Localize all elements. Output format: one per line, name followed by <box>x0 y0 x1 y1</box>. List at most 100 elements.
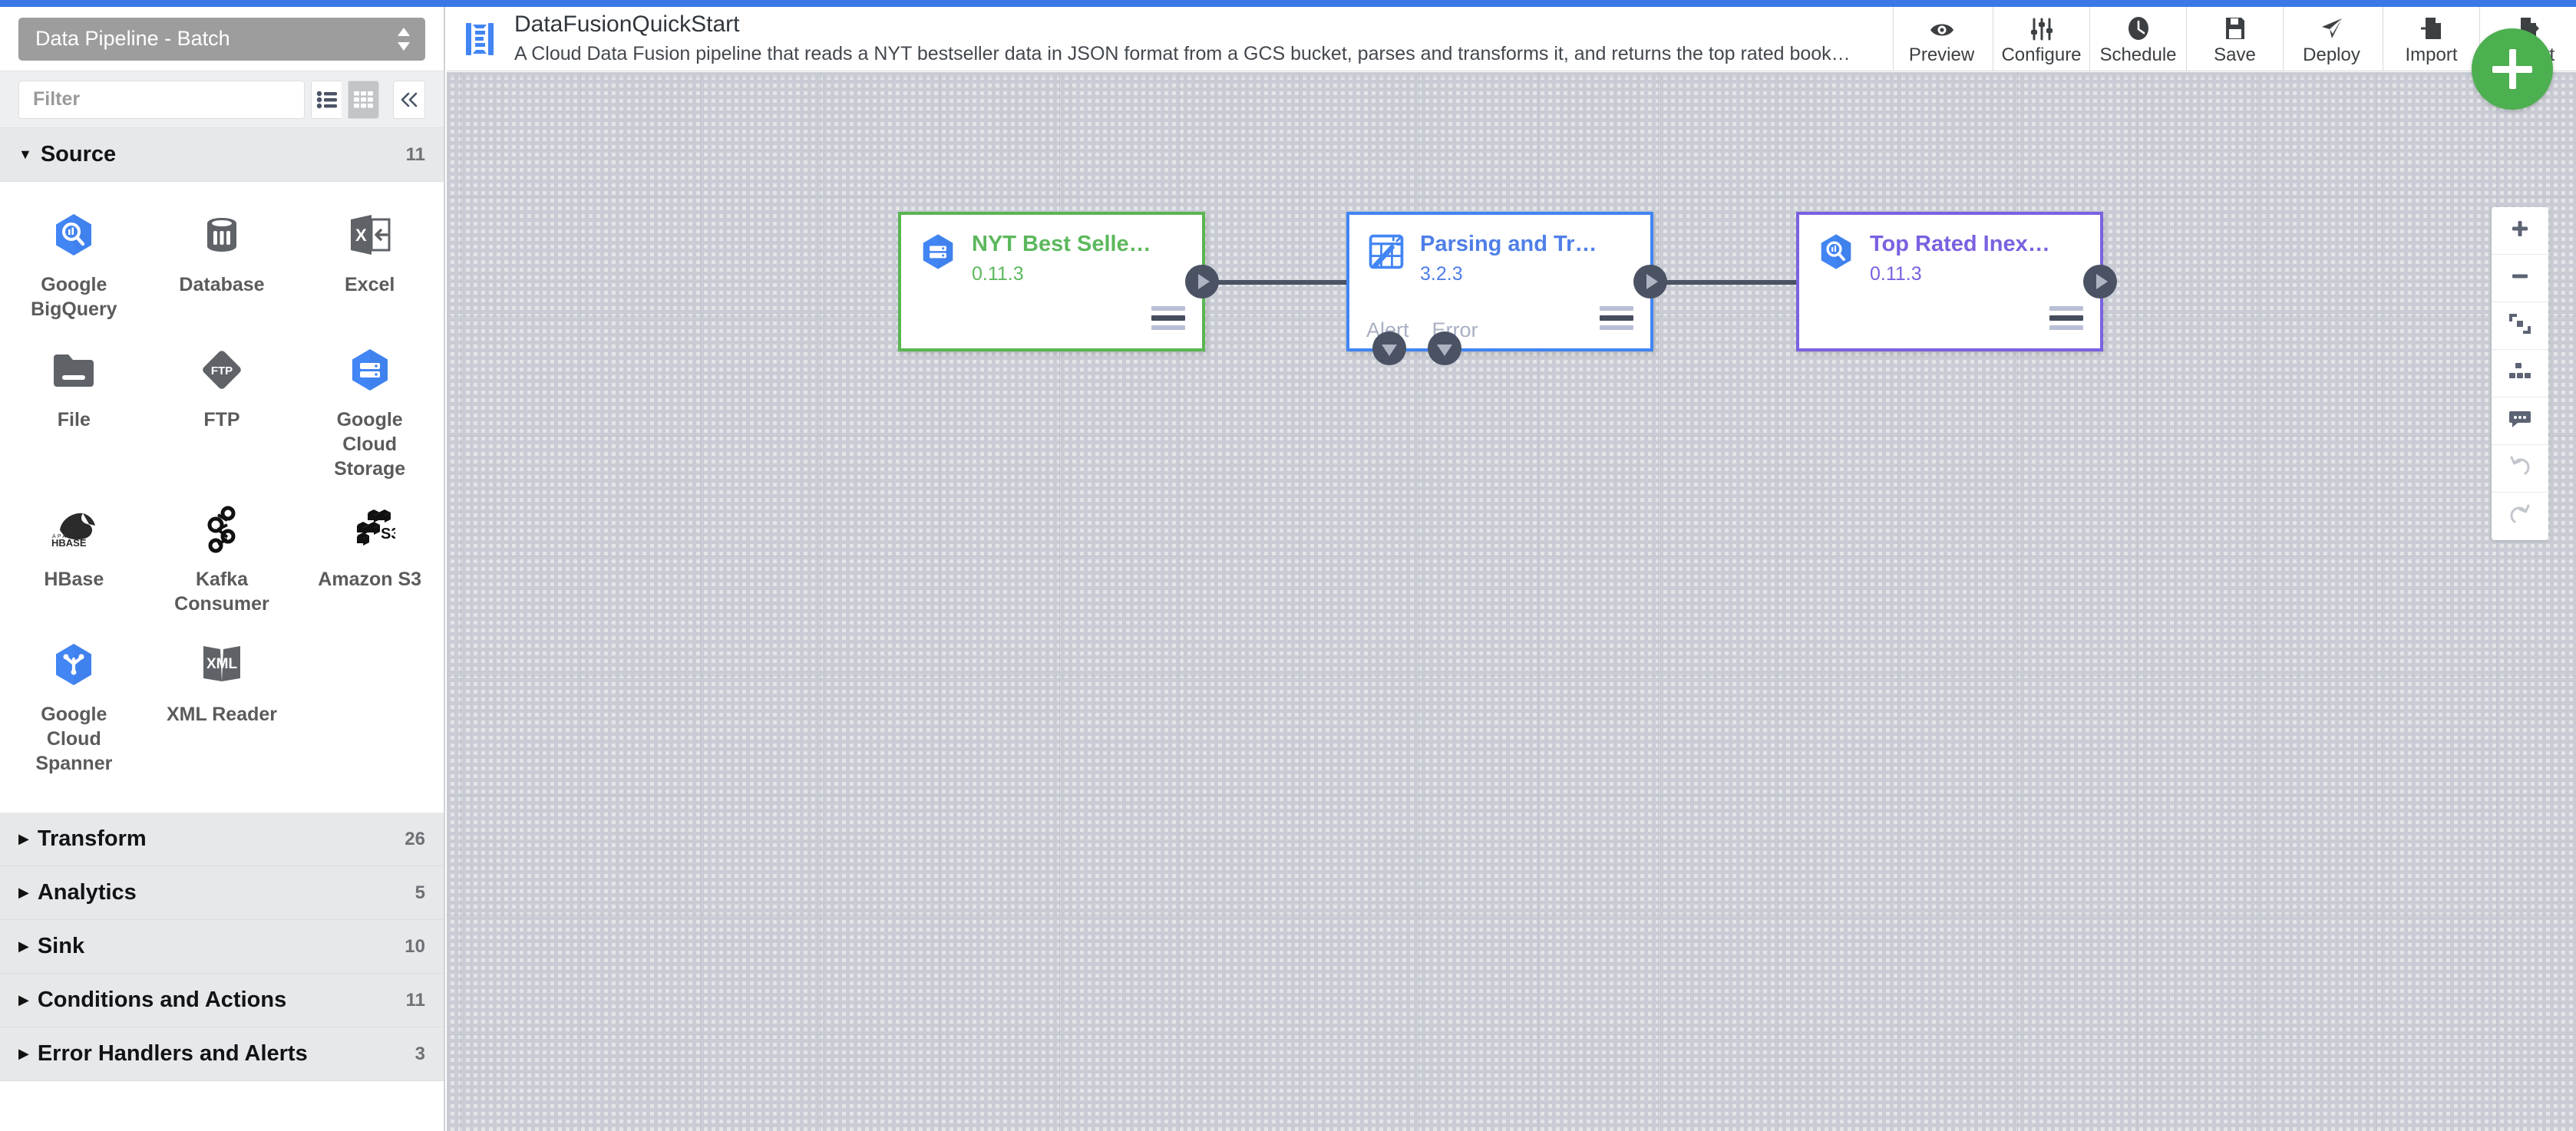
pipeline-type-select[interactable]: Data Pipeline - Batch <box>18 17 425 61</box>
align-nodes-icon <box>2508 361 2531 385</box>
node-alert-port[interactable] <box>1372 331 1406 365</box>
node-output-port[interactable] <box>1185 265 1219 298</box>
pipeline-canvas[interactable]: NYT Best Selle… 0.11.3 <box>447 72 2576 1131</box>
import-arrow-icon <box>2420 12 2442 41</box>
pipeline-node-sink[interactable]: Top Rated Inex… 0.11.3 <box>1796 212 2117 351</box>
node-name: Top Rated Inex… <box>1870 232 2050 256</box>
fit-to-screen-button[interactable] <box>2492 302 2548 350</box>
toolbar-label: Save <box>2214 45 2256 65</box>
node-output-port[interactable] <box>1633 265 1667 298</box>
import-button[interactable]: Import <box>2383 7 2479 71</box>
node-meta: Parsing and Tr… 3.2.3 <box>1420 232 1597 289</box>
sidebar-section-analytics[interactable]: ▶ Analytics 5 <box>0 866 444 920</box>
eye-icon <box>1929 12 1955 41</box>
folder-file-icon <box>47 343 101 397</box>
configure-button[interactable]: Configure <box>1993 7 2089 71</box>
caret-right-icon: ▶ <box>18 831 29 846</box>
hamburger-menu-icon[interactable] <box>1151 306 1185 330</box>
zoom-in-button[interactable] <box>2492 207 2548 255</box>
plugin-label: Excel <box>344 274 395 295</box>
add-plugin-fab[interactable] <box>2472 28 2553 110</box>
undo-button[interactable] <box>2492 445 2548 493</box>
sidebar-section-conditions-and-actions[interactable]: ▶ Conditions and Actions 11 <box>0 974 444 1027</box>
plugin-label: Google BigQuery <box>31 274 117 320</box>
node-version: 0.11.3 <box>1870 263 1922 285</box>
source-plugin-grid: Google BigQuery Database <box>0 182 444 796</box>
plugin-label: File <box>57 409 91 430</box>
deploy-button[interactable]: Deploy <box>2283 7 2379 71</box>
caret-right-icon: ▶ <box>18 938 29 954</box>
plugin-google-cloud-spanner[interactable]: Google Cloud Spanner <box>0 628 148 780</box>
plugin-sidebar: Data Pipeline - Batch <box>0 7 445 1131</box>
node-output-port[interactable] <box>2083 265 2117 298</box>
pipeline-description: A Cloud Data Fusion pipeline that reads … <box>514 43 1851 65</box>
xml-reader-icon: XML <box>195 638 249 691</box>
plugin-hbase[interactable]: APACHE HBASE HBase <box>0 493 148 621</box>
plugin-xml-reader[interactable]: XML XML Reader <box>148 628 296 780</box>
node-header: NYT Best Selle… 0.11.3 <box>901 215 1202 289</box>
node-header: Parsing and Tr… 3.2.3 <box>1349 215 1650 289</box>
sidebar-section-source[interactable]: ▼ Source 11 <box>0 128 444 182</box>
plugin-amazon-s3[interactable]: S3 Amazon S3 <box>296 493 444 621</box>
connection-line-1 <box>1214 280 1469 285</box>
hamburger-menu-icon[interactable] <box>2049 306 2083 330</box>
sidebar-section-sink[interactable]: ▶ Sink 10 <box>0 920 444 974</box>
plugin-kafka-consumer[interactable]: Kafka Consumer <box>148 493 296 621</box>
save-button[interactable]: Save <box>2186 7 2283 71</box>
excel-icon: X <box>343 208 397 262</box>
sidebar-section-transform[interactable]: ▶ Transform 26 <box>0 813 444 866</box>
plugin-file[interactable]: File <box>0 334 148 486</box>
plugin-sections: ▼ Source 11 <box>0 128 444 1131</box>
plugin-label: Database <box>179 274 265 295</box>
pipeline-node-transform[interactable]: Parsing and Tr… 3.2.3 Alert Error <box>1346 212 1667 365</box>
svg-text:APACHE: APACHE <box>52 534 84 539</box>
list-view-icon[interactable] <box>311 80 342 119</box>
toolbar-label: Deploy <box>2303 45 2360 65</box>
align-nodes-button[interactable] <box>2492 350 2548 397</box>
node-error-port[interactable] <box>1428 331 1461 365</box>
paper-plane-icon <box>2320 12 2344 41</box>
double-chevron-left-icon[interactable] <box>392 80 425 119</box>
plugin-excel[interactable]: X Excel <box>296 199 444 326</box>
connection-line-2 <box>1666 280 1919 285</box>
floppy-disk-icon <box>2224 12 2246 41</box>
section-title: Transform <box>37 826 147 851</box>
sliders-icon <box>2029 12 2054 41</box>
redo-icon <box>2508 504 2531 529</box>
plugin-ftp[interactable]: FTP FTP <box>148 334 296 486</box>
redo-button[interactable] <box>2492 493 2548 540</box>
google-cloud-storage-icon <box>918 232 958 272</box>
zoom-in-icon <box>2509 218 2531 243</box>
undo-icon <box>2508 456 2531 481</box>
kafka-icon <box>195 503 249 556</box>
node-name: NYT Best Selle… <box>972 232 1151 256</box>
top-accent-strip <box>0 0 2576 7</box>
caret-right-icon: ▶ <box>18 1046 29 1061</box>
node-version: 3.2.3 <box>1420 263 1463 285</box>
plugin-database[interactable]: Database <box>148 199 296 326</box>
toolbar-label: Import <box>2405 45 2458 65</box>
search-input[interactable] <box>18 80 305 119</box>
ftp-icon: FTP <box>195 343 249 397</box>
plugin-google-cloud-storage[interactable]: Google Cloud Storage <box>296 334 444 486</box>
grid-view-icon[interactable] <box>348 80 379 119</box>
comments-button[interactable] <box>2492 397 2548 445</box>
hamburger-menu-icon[interactable] <box>1600 306 1633 330</box>
svg-text:X: X <box>355 226 367 245</box>
hbase-icon: APACHE HBASE <box>47 503 101 556</box>
play-triangle-icon <box>2095 274 2108 289</box>
toolbar-label: Configure <box>2001 45 2082 65</box>
canvas-controls <box>2492 207 2548 540</box>
schedule-button[interactable]: Schedule <box>2089 7 2186 71</box>
pipeline-node-source[interactable]: NYT Best Selle… 0.11.3 <box>898 212 1219 351</box>
plugin-label: HBase <box>44 569 104 590</box>
toolbar-label: Schedule <box>2099 45 2177 65</box>
preview-button[interactable]: Preview <box>1893 7 1990 71</box>
fit-to-screen-icon <box>2508 312 2531 339</box>
sidebar-section-error-handlers-and-alerts[interactable]: ▶ Error Handlers and Alerts 3 <box>0 1027 444 1081</box>
play-triangle-icon <box>1197 274 1210 289</box>
plugin-google-bigquery[interactable]: Google BigQuery <box>0 199 148 326</box>
caret-right-icon: ▶ <box>18 992 29 1007</box>
caret-right-icon: ▶ <box>18 885 29 900</box>
zoom-out-button[interactable] <box>2492 255 2548 302</box>
